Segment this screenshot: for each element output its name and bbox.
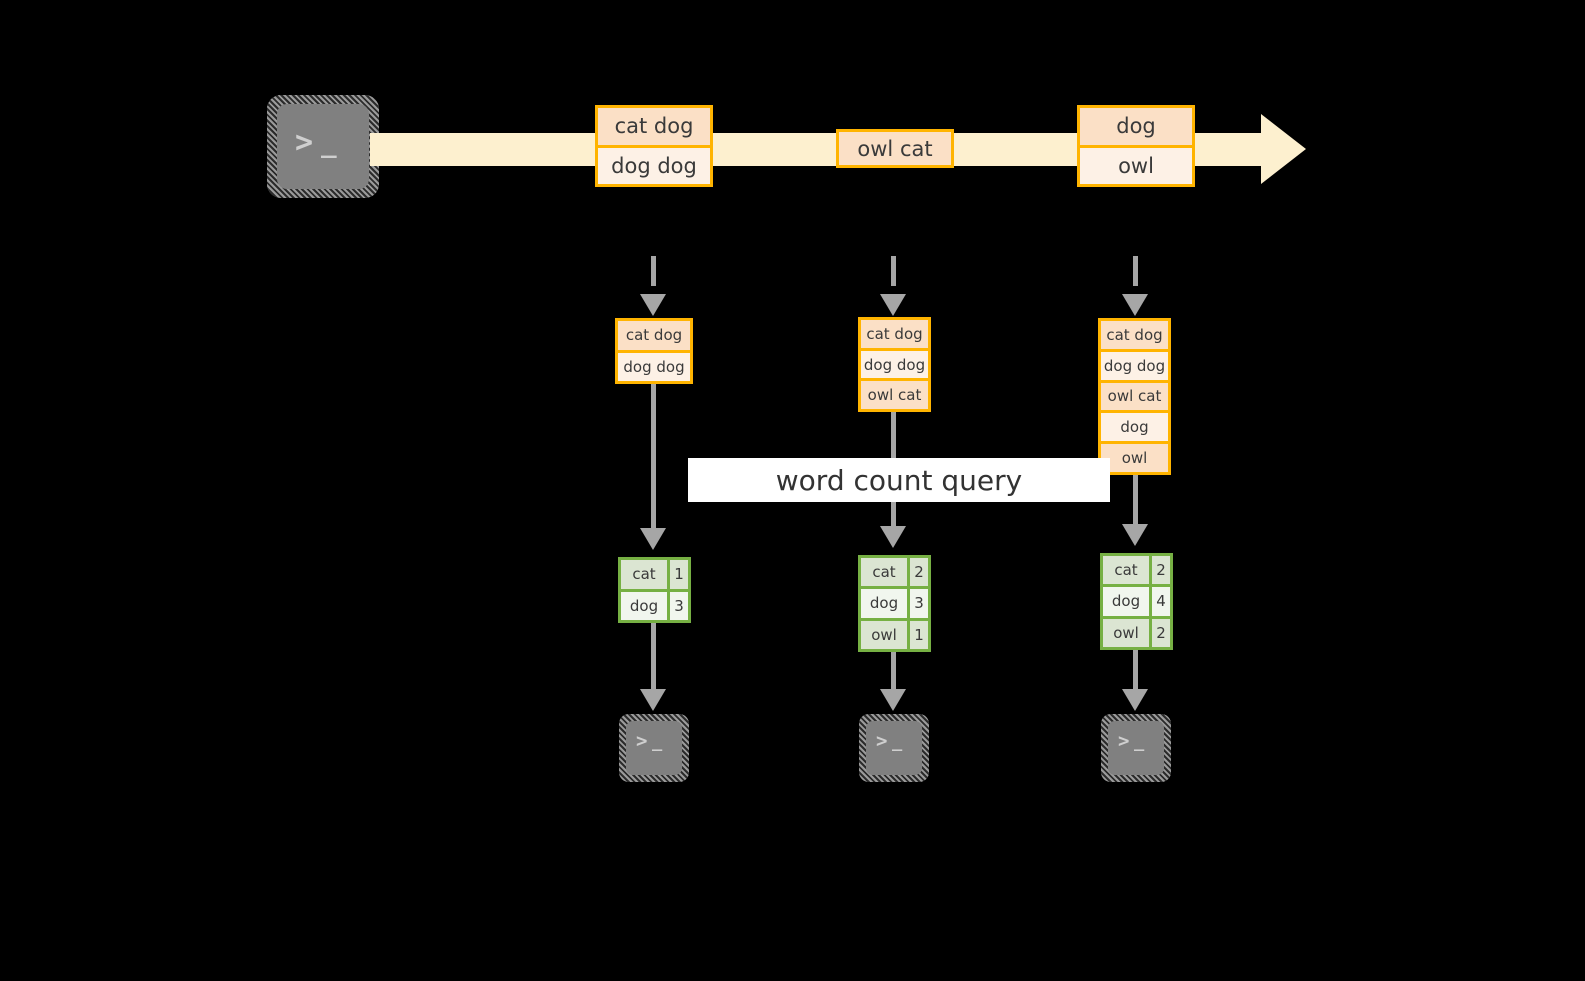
- snapshot-2-result-table[interactable]: cat 2 dog 3 owl 1: [858, 555, 931, 652]
- result-word: cat: [621, 560, 667, 589]
- snapshot-2-sink-terminal-icon: > _: [859, 714, 929, 782]
- snapshot-3-sink-line: [1133, 650, 1138, 691]
- snapshot-1-query-line: [651, 384, 656, 530]
- snapshot-2-trigger-arrowhead: [880, 294, 906, 316]
- snapshot-3-result-table[interactable]: cat 2 dog 4 owl 2: [1100, 553, 1173, 650]
- stream-event-1-line-1: cat dog: [598, 108, 710, 145]
- snapshot-3-buffer-line-2: dog dog: [1101, 348, 1168, 380]
- result-count: 3: [907, 589, 928, 618]
- snapshot-3-buffer-line-1: cat dog: [1101, 321, 1168, 349]
- snapshot-2-sink-line: [891, 652, 896, 691]
- terminal-cursor-icon: _: [321, 129, 338, 159]
- stream-event-1[interactable]: cat dog dog dog: [595, 105, 713, 187]
- result-word: dog: [1103, 587, 1149, 616]
- result-count: 4: [1149, 587, 1170, 616]
- snapshot-1-sink-terminal-icon: > _: [619, 714, 689, 782]
- snapshot-1-sink-line: [651, 623, 656, 691]
- snapshot-3-buffer-line-4: dog: [1101, 410, 1168, 442]
- snapshot-3-trigger-line: [1133, 256, 1138, 304]
- terminal-face: [866, 721, 922, 775]
- result-word: cat: [1103, 556, 1149, 585]
- snapshot-3-query-arrowhead: [1122, 524, 1148, 546]
- terminal-prompt-chevron-icon: >: [295, 125, 315, 160]
- snapshot-1-result-table[interactable]: cat 1 dog 3: [618, 557, 691, 623]
- table-row: cat 2: [861, 558, 928, 587]
- snapshot-3-buffer[interactable]: cat dog dog dog owl cat dog owl: [1098, 318, 1171, 475]
- snapshot-1-buffer[interactable]: cat dog dog dog: [615, 318, 693, 384]
- snapshot-1-sink-arrowhead: [640, 689, 666, 711]
- result-word: cat: [861, 558, 907, 587]
- table-row: cat 1: [621, 560, 688, 589]
- terminal-prompt-chevron-icon: >: [1118, 730, 1131, 752]
- terminal-face: [1108, 721, 1164, 775]
- snapshot-2-trigger-line: [891, 256, 896, 304]
- snapshot-1-buffer-line-2: dog dog: [618, 349, 690, 381]
- stream-event-3-line-2: owl: [1080, 144, 1192, 184]
- stream-event-2[interactable]: owl cat: [836, 129, 954, 168]
- stream-event-1-line-2: dog dog: [598, 144, 710, 184]
- result-count: 1: [667, 560, 688, 589]
- snapshot-2-buffer-line-1: cat dog: [861, 320, 928, 348]
- result-count: 2: [1149, 556, 1170, 585]
- snapshot-2-buffer[interactable]: cat dog dog dog owl cat: [858, 317, 931, 412]
- event-stream-arrow-head: [1261, 114, 1306, 184]
- result-count: 2: [1149, 618, 1170, 647]
- snapshot-3-trigger-arrowhead: [1122, 294, 1148, 316]
- snapshot-3-sink-terminal-icon: > _: [1101, 714, 1171, 782]
- snapshot-3-buffer-line-5: owl: [1101, 441, 1168, 472]
- snapshot-2-buffer-line-3: owl cat: [861, 378, 928, 410]
- terminal-cursor-icon: _: [1134, 732, 1146, 752]
- snapshot-3-sink-arrowhead: [1122, 689, 1148, 711]
- table-row: cat 2: [1103, 556, 1170, 585]
- snapshot-2-query-arrowhead: [880, 526, 906, 548]
- stream-event-3[interactable]: dog owl: [1077, 105, 1195, 187]
- result-word: owl: [861, 620, 907, 649]
- terminal-prompt-chevron-icon: >: [876, 730, 889, 752]
- snapshot-2-buffer-line-2: dog dog: [861, 347, 928, 379]
- result-word: dog: [861, 589, 907, 618]
- result-word: dog: [621, 591, 667, 620]
- table-row: owl 1: [861, 617, 928, 649]
- snapshot-1-trigger-arrowhead: [640, 294, 666, 316]
- result-count: 2: [907, 558, 928, 587]
- snapshot-2-sink-arrowhead: [880, 689, 906, 711]
- snapshot-1-query-arrowhead: [640, 528, 666, 550]
- result-count: 1: [907, 620, 928, 649]
- terminal-prompt-chevron-icon: >: [636, 730, 649, 752]
- terminal-face: [277, 104, 369, 189]
- table-row: dog 3: [621, 588, 688, 620]
- snapshot-1-trigger-line: [651, 256, 656, 304]
- terminal-cursor-icon: _: [652, 732, 664, 752]
- snapshot-3-query-line: [1133, 475, 1138, 528]
- stream-event-2-line-1: owl cat: [839, 132, 951, 165]
- table-row: dog 3: [861, 586, 928, 618]
- source-terminal-icon: > _: [267, 95, 379, 198]
- table-row: dog 4: [1103, 584, 1170, 616]
- terminal-cursor-icon: _: [892, 732, 904, 752]
- table-row: owl 2: [1103, 615, 1170, 647]
- word-count-query-banner: word count query: [688, 458, 1110, 502]
- terminal-face: [626, 721, 682, 775]
- result-count: 3: [667, 591, 688, 620]
- stream-event-3-line-1: dog: [1080, 108, 1192, 145]
- snapshot-1-buffer-line-1: cat dog: [618, 321, 690, 350]
- snapshot-3-buffer-line-3: owl cat: [1101, 379, 1168, 411]
- result-word: owl: [1103, 618, 1149, 647]
